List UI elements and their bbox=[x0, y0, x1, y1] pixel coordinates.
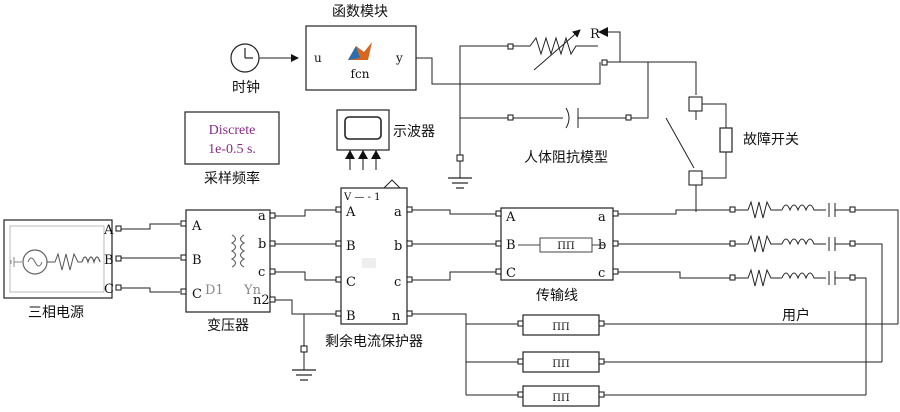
powergui-block[interactable]: Discrete 1e-0.5 s. 采样频率 bbox=[184, 111, 280, 187]
matlab-icon bbox=[348, 42, 372, 60]
transformer-in-a: A bbox=[191, 219, 202, 234]
neutral-lines: ΠΠ ΠΠ ΠΠ bbox=[466, 314, 898, 407]
powergui-caption: 采样频率 bbox=[204, 170, 260, 187]
source-caption: 三相电源 bbox=[28, 305, 84, 321]
transformer-caption: 变压器 bbox=[207, 318, 249, 334]
fcn-caption: 函数模块 bbox=[332, 4, 388, 20]
user-loads[interactable]: 用户 bbox=[618, 200, 899, 395]
residual-current-device[interactable]: V — - 1 A B C B a b c n 剩余电流保护器 bbox=[325, 179, 423, 350]
fault-switch[interactable]: 故障开关 bbox=[652, 61, 799, 212]
powergui-line2: 1e-0.5 s. bbox=[208, 142, 256, 157]
rcd-in-c: C bbox=[346, 275, 356, 290]
body-caption: 人体阻抗模型 bbox=[524, 150, 608, 166]
rcd-caption: 剩余电流保护器 bbox=[325, 333, 423, 350]
transformer[interactable]: A B C D1 Yn a b c n2 变压器 bbox=[180, 209, 276, 334]
line-in-b: B bbox=[506, 238, 516, 253]
body-impedance-model[interactable]: R 人体阻抗模型 bbox=[448, 27, 652, 189]
clock-caption: 时钟 bbox=[232, 79, 260, 96]
svg-text:ΠΠ: ΠΠ bbox=[552, 359, 570, 370]
transmission-line[interactable]: A B C ΠΠ a b c 传输线 bbox=[495, 207, 619, 304]
resistor-label: R bbox=[590, 27, 601, 42]
rcd-in-a: A bbox=[345, 205, 356, 220]
fcn-out-label: y bbox=[395, 51, 403, 65]
transformer-y: Yn bbox=[243, 283, 262, 298]
fault-caption: 故障开关 bbox=[743, 132, 799, 148]
rcd-in-b: B bbox=[346, 239, 356, 254]
source-port-b: B bbox=[104, 253, 114, 268]
line-out-b: b bbox=[598, 238, 606, 253]
line-in-c: C bbox=[506, 266, 516, 281]
line-in-a: A bbox=[505, 210, 516, 225]
svg-text:ΠΠ: ΠΠ bbox=[557, 241, 575, 252]
rcd-out-n: n bbox=[392, 309, 401, 324]
rcd-top-label: V — - 1 bbox=[343, 192, 381, 203]
transformer-out-b: b bbox=[258, 237, 266, 252]
source-port-c: C bbox=[104, 282, 114, 297]
scope-block[interactable]: 示波器 bbox=[336, 109, 435, 170]
transformer-out-n2: n2 bbox=[253, 293, 270, 308]
three-phase-source[interactable]: A B C 三相电源 bbox=[3, 219, 122, 321]
svg-text:ΠΠ: ΠΠ bbox=[552, 322, 570, 333]
fcn-inner-label: fcn bbox=[351, 67, 370, 81]
transformer-out-c: c bbox=[258, 265, 265, 280]
svg-text:ΠΠ: ΠΠ bbox=[552, 393, 570, 404]
fcn-block[interactable]: u y fcn 函数模块 bbox=[305, 4, 417, 91]
rcd-out-b: b bbox=[394, 239, 402, 254]
line-out-a: a bbox=[598, 210, 606, 225]
scope-caption: 示波器 bbox=[393, 124, 435, 140]
transformer-out-a: a bbox=[258, 209, 266, 224]
powergui-line1: Discrete bbox=[209, 123, 256, 138]
line-out-c: c bbox=[598, 266, 605, 281]
source-port-a: A bbox=[103, 223, 114, 238]
line-caption: 传输线 bbox=[536, 288, 578, 304]
rcd-out-a: a bbox=[394, 205, 402, 220]
fcn-in-label: u bbox=[314, 51, 322, 65]
transformer-in-c: C bbox=[192, 287, 202, 302]
user-caption: 用户 bbox=[782, 307, 810, 324]
rcd-out-c: c bbox=[394, 275, 401, 290]
transformer-d: D1 bbox=[205, 283, 224, 298]
rcd-in-b2: B bbox=[346, 309, 356, 324]
transformer-in-b: B bbox=[192, 253, 202, 268]
clock-block[interactable]: 时钟 bbox=[230, 43, 260, 96]
